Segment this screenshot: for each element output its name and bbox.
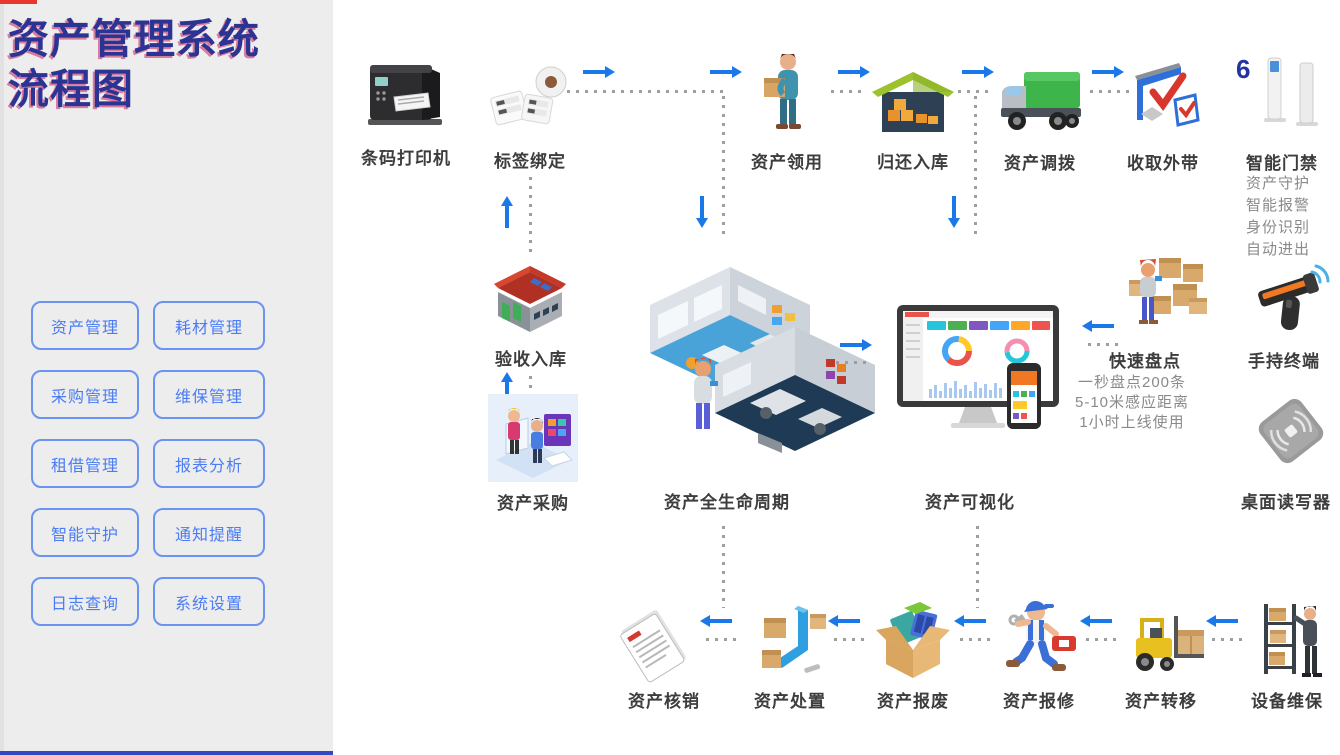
dotted-lifecycle-to-bottom	[722, 526, 725, 608]
sidebar-item-log-query[interactable]: 日志查询	[31, 577, 139, 626]
node-label-quick-inventory: 快速盘点	[1109, 352, 1181, 371]
node-label-handheld-terminal: 手持终端	[1248, 352, 1320, 371]
dotted-top-3	[958, 90, 992, 93]
maintenance-shelf-icon	[1264, 604, 1322, 677]
dotted-transfer-to-repair	[1086, 638, 1122, 641]
dotted-repair-to-scrap	[960, 638, 996, 641]
arrow-down-to-visualization	[952, 196, 956, 218]
node-label-asset-transfer: 资产转移	[1125, 692, 1197, 711]
dotted-disposal-to-writeoff	[706, 638, 742, 641]
quick-inventory-icon	[1129, 258, 1207, 324]
scrap-box-icon	[876, 602, 950, 678]
node-label-return-to-storage: 归还入库	[877, 153, 949, 172]
arrow-inventory-to-visualization	[1092, 324, 1114, 328]
dotted-acceptance-to-binding	[529, 177, 532, 253]
arrow-printer-to-binding	[583, 70, 605, 74]
sidebar-item-maintenance-mgmt[interactable]: 维保管理	[153, 370, 265, 419]
node-label-asset-visualization: 资产可视化	[925, 493, 1015, 512]
node-label-asset-lifecycle: 资产全生命周期	[664, 493, 790, 512]
arrow-allocation-to-takeout	[1092, 70, 1114, 74]
desktop-reader-icon	[1258, 398, 1324, 464]
node-label-desktop-reader: 桌面读写器	[1241, 493, 1331, 512]
arrow-binding-to-requisition	[710, 70, 732, 74]
sidebar-item-report-analysis[interactable]: 报表分析	[153, 439, 265, 488]
inventory-feature-1: 一秒盘点200条	[1077, 374, 1187, 391]
sidebar-item-purchase-mgmt[interactable]: 采购管理	[31, 370, 139, 419]
gate-count-badge: 6	[1236, 54, 1251, 84]
arrow-down-to-lifecycle	[700, 196, 704, 218]
gate-feature-2: 智能报警	[1246, 197, 1311, 214]
left-panel: 资产管理系统 流程图 资产管理 耗材管理 采购管理 维保管理 租借管理 报表分析…	[0, 0, 333, 755]
gate-feature-4: 自动进出	[1246, 241, 1311, 258]
dotted-top-4	[1090, 90, 1130, 93]
asset-purchase-icon	[488, 394, 578, 482]
gate-feature-1: 资产守护	[1246, 175, 1311, 192]
dotted-scrap-to-disposal	[834, 638, 870, 641]
title-line1: 资产管理系统	[8, 16, 260, 62]
arrow-requisition-to-return	[838, 70, 860, 74]
sidebar-item-lease-mgmt[interactable]: 租借管理	[31, 439, 139, 488]
panel-edge-strip	[0, 0, 4, 755]
asset-lifecycle-office-icon	[650, 267, 875, 453]
person-with-box-icon	[764, 54, 801, 129]
node-label-label-binding: 标签绑定	[494, 152, 566, 171]
arrow-maintenance-to-transfer	[1216, 619, 1238, 623]
arrow-up-to-acceptance	[505, 382, 509, 404]
bottom-blue-bar	[0, 751, 333, 755]
top-red-bar	[0, 0, 37, 4]
label-rolls-icon	[490, 66, 567, 126]
dotted-down-left	[722, 96, 725, 238]
security-gate-icon	[1264, 57, 1318, 126]
warehouse-icon	[872, 72, 954, 132]
node-label-asset-purchase: 资产采购	[497, 494, 569, 513]
dotted-top-long	[567, 90, 725, 93]
allocation-truck-icon	[1001, 72, 1081, 130]
acceptance-building-icon	[494, 266, 566, 332]
inventory-feature-2: 5-10米感应距离	[1074, 394, 1190, 411]
sidebar-item-smart-guard[interactable]: 智能守护	[31, 508, 139, 557]
node-label-asset-allocation: 资产调拨	[1004, 154, 1076, 173]
dotted-inventory-to-visualization	[1088, 343, 1124, 346]
sidebar-item-system-settings[interactable]: 系统设置	[153, 577, 265, 626]
forklift-icon	[1136, 616, 1204, 671]
visualization-monitor-icon	[897, 305, 1059, 429]
gate-feature-3: 身份识别	[1246, 219, 1311, 236]
node-label-acceptance-storage: 验收入库	[495, 350, 567, 369]
arrow-disposal-to-writeoff	[710, 619, 732, 623]
barcode-printer-icon	[368, 65, 442, 125]
node-label-asset-requisition: 资产领用	[751, 153, 823, 172]
sidebar-item-asset-mgmt[interactable]: 资产管理	[31, 301, 139, 350]
sidebar-item-consumable-mgmt[interactable]: 耗材管理	[153, 301, 265, 350]
page-title: 资产管理系统 流程图	[8, 14, 260, 114]
node-label-asset-repair: 资产报修	[1003, 692, 1075, 711]
repairman-icon	[1006, 600, 1076, 671]
node-label-asset-disposal: 资产处置	[754, 692, 826, 711]
dotted-lifecycle-to-visualization	[836, 361, 870, 364]
checkmarks-icon	[1135, 63, 1200, 127]
sidebar-item-notifications[interactable]: 通知提醒	[153, 508, 265, 557]
arrow-return-to-allocation	[962, 70, 984, 74]
node-label-asset-scrap: 资产报废	[877, 692, 949, 711]
handheld-terminal-icon	[1258, 264, 1330, 331]
node-label-equipment-maintenance: 设备维保	[1251, 692, 1323, 711]
node-label-barcode-printer: 条码打印机	[361, 149, 451, 168]
dotted-visualization-to-bottom	[976, 526, 979, 608]
dotted-down-right	[974, 96, 977, 238]
writeoff-document-icon	[620, 610, 686, 683]
module-button-grid: 资产管理 耗材管理 采购管理 维保管理 租借管理 报表分析 智能守护 通知提醒 …	[31, 301, 267, 626]
arrow-transfer-to-repair	[1090, 619, 1112, 623]
dotted-top-2	[831, 90, 865, 93]
disposal-chute-icon	[762, 606, 826, 673]
title-line2: 流程图	[8, 66, 134, 113]
arrow-up-to-binding	[505, 206, 509, 228]
arrow-scrap-to-disposal	[838, 619, 860, 623]
node-label-asset-writeoff: 资产核销	[628, 692, 700, 711]
inventory-feature-3: 1小时上线使用	[1079, 414, 1185, 431]
node-label-smart-gate: 智能门禁	[1246, 154, 1318, 173]
dotted-maintenance-to-transfer	[1212, 638, 1248, 641]
node-label-takeout-collection: 收取外带	[1127, 154, 1199, 173]
arrow-lifecycle-to-visualization	[840, 343, 862, 347]
arrow-repair-to-scrap	[964, 619, 986, 623]
